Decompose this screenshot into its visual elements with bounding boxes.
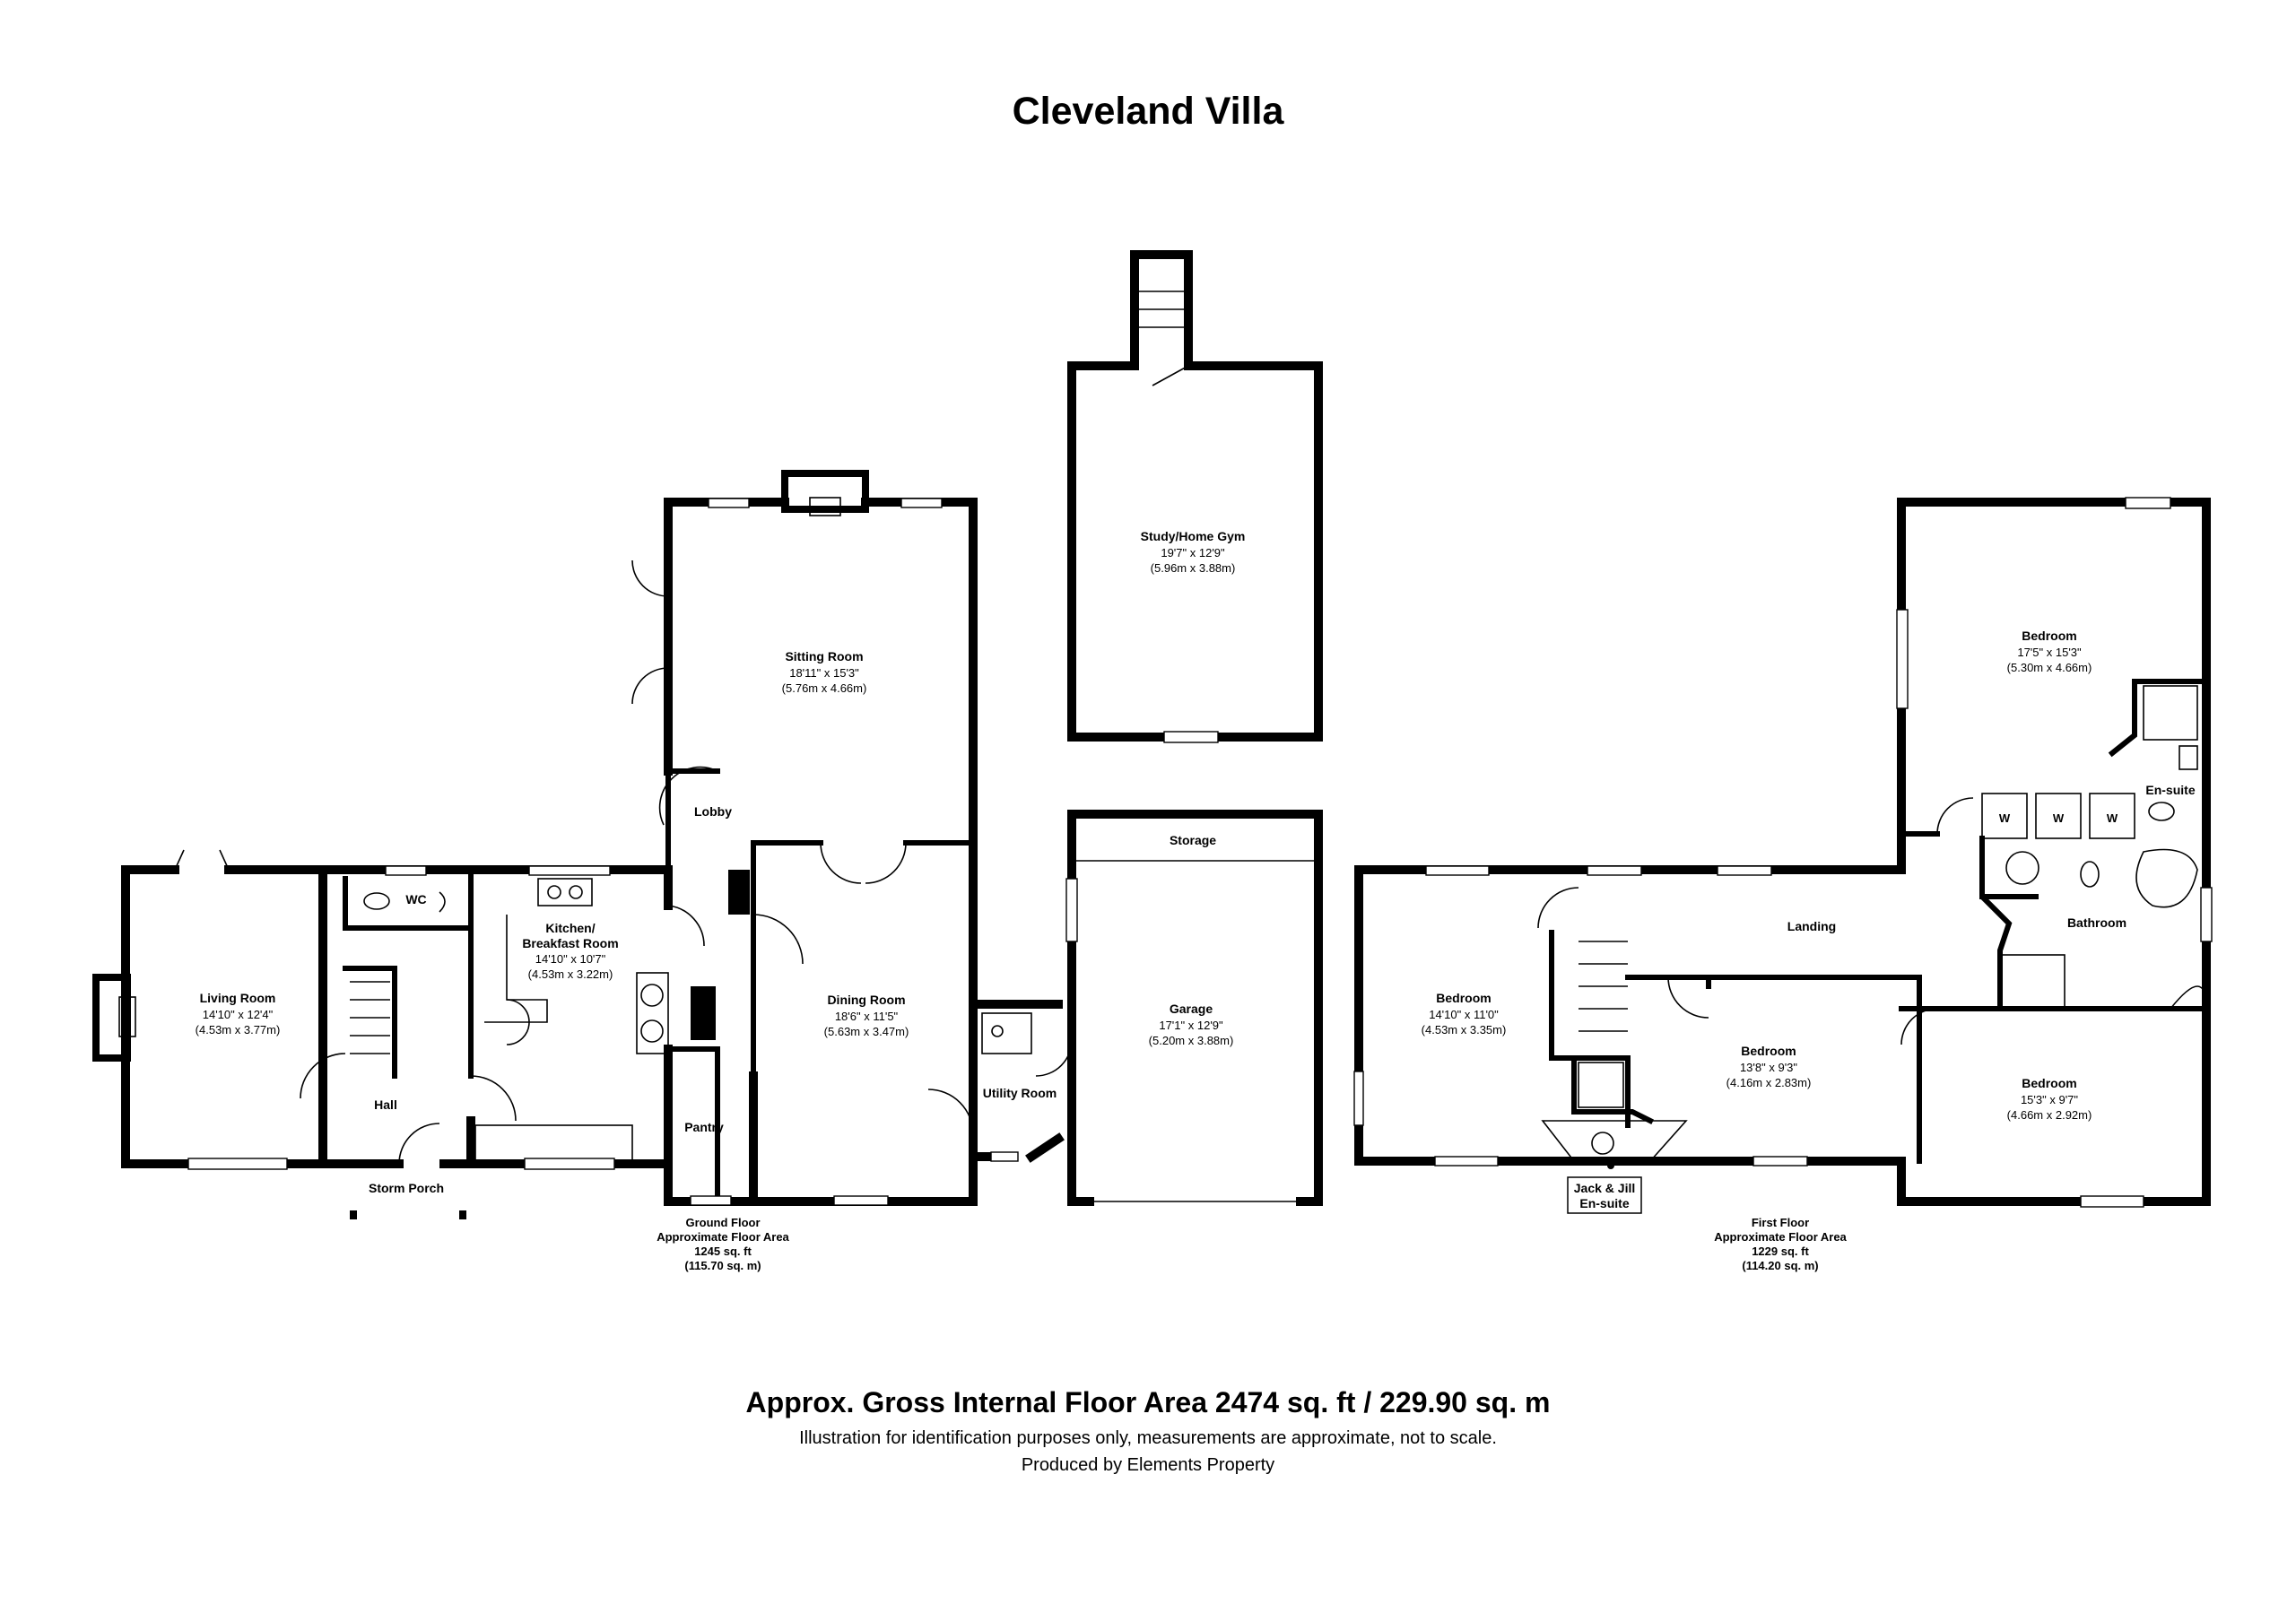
living-room-imperial: 14'10" x 12'4" [203, 1008, 274, 1021]
bedroom-master-metric: (5.30m x 4.66m) [2007, 661, 2092, 674]
sitting-room-metric: (5.76m x 4.66m) [782, 681, 867, 695]
dining-room-imperial: 18'6" x 11'5" [835, 1010, 899, 1023]
gross-area: Approx. Gross Internal Floor Area 2474 s… [746, 1386, 1551, 1418]
storm-porch-label: Storm Porch [369, 1181, 444, 1195]
living-room-metric: (4.53m x 3.77m) [196, 1023, 281, 1037]
bathroom-label: Bathroom [2067, 915, 2126, 930]
garage-imperial: 17'1" x 12'9" [1159, 1019, 1223, 1032]
first-floor-line4: (114.20 sq. m) [1742, 1259, 1818, 1272]
study-imperial: 19'7" x 12'9" [1161, 546, 1225, 559]
kitchen-label-line2: Breakfast Room [522, 936, 618, 950]
first-floor-line2: Approximate Floor Area [1714, 1230, 1847, 1244]
pantry-lobby [664, 768, 758, 1206]
bedroom-right-imperial: 15'3" x 9'7" [2021, 1093, 2078, 1106]
room-labels: Living Room 14'10" x 12'4" (4.53m x 3.77… [196, 529, 2196, 1214]
ground-floor-area: Ground Floor Approximate Floor Area 1245… [657, 1216, 789, 1272]
bedroom-master-label: Bedroom [2022, 629, 2076, 643]
bedroom-mid-label: Bedroom [1741, 1044, 1796, 1058]
bedroom-mid-metric: (4.16m x 2.83m) [1726, 1076, 1812, 1089]
ground-floor-line4: (115.70 sq. m) [684, 1259, 761, 1272]
first-floor-area: First Floor Approximate Floor Area 1229 … [1714, 1216, 1847, 1272]
storage-label: Storage [1170, 833, 1216, 847]
landing-label: Landing [1787, 919, 1836, 933]
study-label: Study/Home Gym [1141, 529, 1246, 543]
study-home-gym [1067, 250, 1323, 743]
sitting-room-imperial: 18'11" x 15'3" [789, 666, 859, 680]
jack-jill-label-line2: En-suite [1579, 1196, 1629, 1210]
utility-room-label: Utility Room [983, 1086, 1057, 1100]
lobby-label: Lobby [694, 804, 732, 819]
producer-credit: Produced by Elements Property [1022, 1455, 1274, 1475]
bedroom-left-metric: (4.53m x 3.35m) [1422, 1023, 1507, 1037]
hall-label: Hall [374, 1097, 397, 1112]
bedroom-left-label: Bedroom [1436, 991, 1491, 1005]
ensuite-label: En-suite [2145, 783, 2195, 797]
dining-room-metric: (5.63m x 3.47m) [824, 1025, 909, 1038]
living-room-label: Living Room [200, 991, 276, 1005]
wardrobe-1-label: W [1999, 811, 2011, 825]
wardrobe-2-label: W [2053, 811, 2065, 825]
study-metric: (5.96m x 3.88m) [1151, 561, 1236, 575]
wc-hall [300, 865, 517, 1219]
bedroom-right-label: Bedroom [2022, 1076, 2076, 1090]
dining-room-label: Dining Room [827, 993, 905, 1007]
bedroom-right-metric: (4.66m x 2.92m) [2007, 1108, 2092, 1122]
bedroom-left-imperial: 14'10" x 11'0" [1429, 1008, 1499, 1021]
first-floor-line3: 1229 sq. ft [1752, 1245, 1809, 1258]
garage-label: Garage [1170, 1002, 1213, 1016]
bedroom-mid-imperial: 13'8" x 9'3" [1740, 1061, 1797, 1074]
ground-floor [92, 470, 1073, 1219]
sitting-room [631, 470, 978, 884]
disclaimer: Illustration for identification purposes… [799, 1428, 1497, 1448]
jack-jill-label-line1: Jack & Jill [1574, 1181, 1636, 1195]
dining-room [749, 838, 978, 1206]
kitchen [466, 865, 705, 1170]
sitting-room-label: Sitting Room [785, 649, 863, 664]
first-floor [1353, 497, 2213, 1208]
garage-metric: (5.20m x 3.88m) [1149, 1034, 1234, 1047]
first-floor-line1: First Floor [1752, 1216, 1809, 1229]
ground-floor-line2: Approximate Floor Area [657, 1230, 789, 1244]
jack-jill-tag [1567, 1176, 1642, 1214]
utility-room [927, 1000, 1073, 1163]
bedroom-master-imperial: 17'5" x 15'3" [2017, 646, 2082, 659]
plan-title: Cleveland Villa [1013, 90, 1285, 133]
garage [1065, 810, 1323, 1206]
ground-floor-line3: 1245 sq. ft [694, 1245, 752, 1258]
wc-label: WC [405, 892, 426, 906]
pantry-label: Pantry [684, 1120, 724, 1134]
kitchen-label-line1: Kitchen/ [545, 921, 595, 935]
ground-floor-line1: Ground Floor [685, 1216, 760, 1229]
wardrobe-3-label: W [2107, 811, 2118, 825]
kitchen-imperial: 14'10" x 10'7" [535, 952, 606, 966]
kitchen-metric: (4.53m x 3.22m) [528, 967, 613, 981]
